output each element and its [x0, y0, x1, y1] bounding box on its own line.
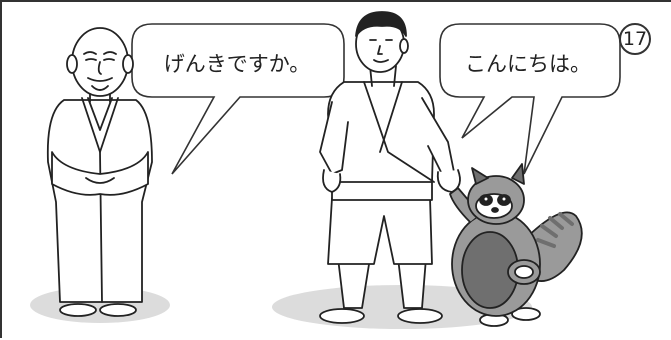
man-figure	[319, 11, 461, 324]
old-monk-figure	[46, 27, 153, 317]
speech-bubble-1	[131, 23, 345, 175]
speech-bubble-2-text: こんにちは。	[465, 52, 591, 76]
page-number-badge: 17	[619, 23, 651, 55]
speech-bubble-1-text: げんきですか。	[163, 52, 311, 76]
page-number: 17	[622, 28, 648, 50]
speech-bubble-2	[439, 23, 621, 175]
tanuki-figure	[449, 163, 583, 327]
